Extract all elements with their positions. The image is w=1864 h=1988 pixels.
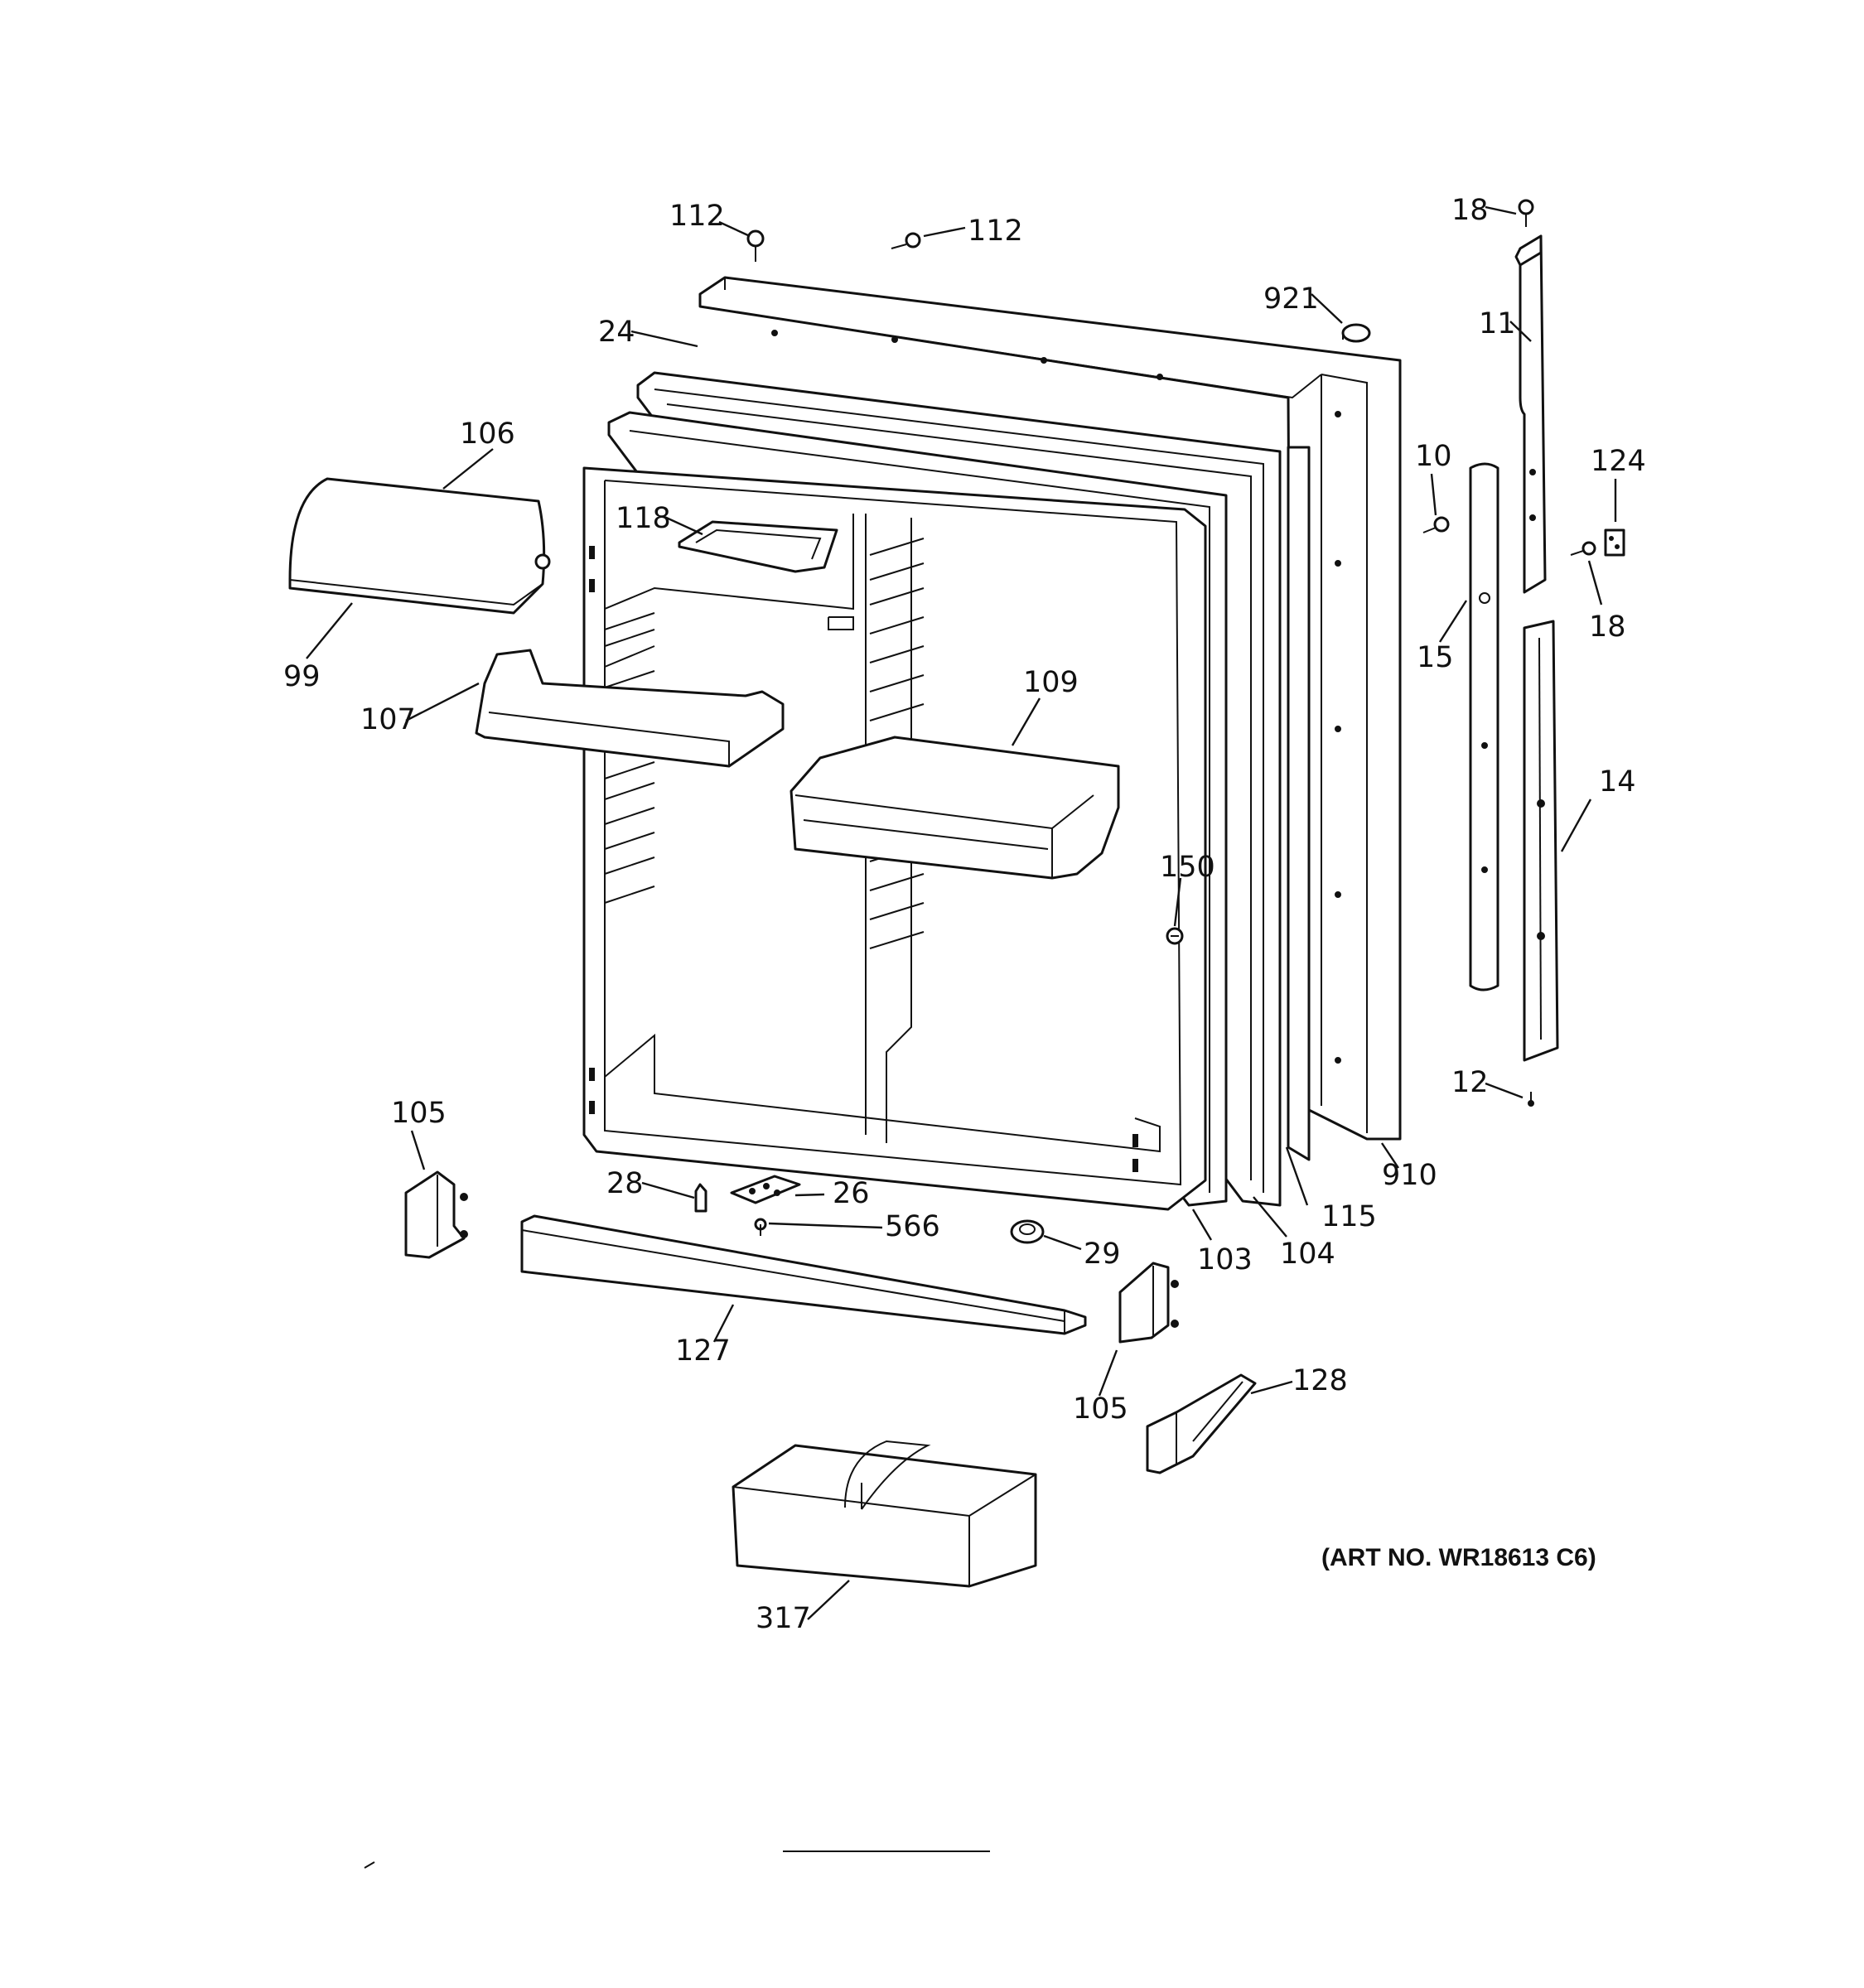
door-shelf-left xyxy=(475,649,785,768)
callout-566: 566 xyxy=(885,1210,940,1243)
screw-18-top xyxy=(1518,199,1534,227)
callout-106: 106 xyxy=(460,417,515,451)
door-hinge xyxy=(1514,234,1547,594)
callout-150: 150 xyxy=(1160,851,1215,884)
callout-104: 104 xyxy=(1280,1238,1335,1271)
callout-921: 921 xyxy=(1263,282,1319,316)
screw-12 xyxy=(1528,1092,1534,1107)
callout-11: 11 xyxy=(1479,307,1516,340)
callout-29: 29 xyxy=(1084,1238,1121,1271)
bottom-trim-rail xyxy=(520,1214,1087,1335)
screw-150 xyxy=(1166,927,1184,945)
hinge-pin xyxy=(1604,528,1625,557)
plug-button xyxy=(1341,323,1371,343)
callout-99: 99 xyxy=(283,660,321,693)
screw-112-right xyxy=(891,232,921,249)
callout-112: 112 xyxy=(968,215,1023,248)
callout-12: 12 xyxy=(1451,1066,1489,1099)
door-liner-strip xyxy=(1287,446,1311,1161)
callout-labels: 112 112 18 921 24 11 106 10 124 118 18 9… xyxy=(283,194,1646,1635)
storage-basket xyxy=(732,1440,1037,1588)
stop-pin xyxy=(694,1183,707,1213)
callout-107: 107 xyxy=(360,703,416,736)
shelf-bracket-left xyxy=(404,1170,468,1259)
footer-line xyxy=(364,1850,990,1869)
callout-910: 910 xyxy=(1382,1159,1437,1192)
callout-18: 18 xyxy=(1451,194,1489,227)
leader-lines xyxy=(306,205,1617,1620)
callout-15: 15 xyxy=(1417,641,1454,674)
door-plug xyxy=(1010,1219,1045,1244)
callout-14: 14 xyxy=(1599,765,1636,799)
door-bin xyxy=(790,736,1120,880)
callout-115: 115 xyxy=(1321,1200,1377,1233)
callout-103: 103 xyxy=(1197,1243,1253,1276)
callout-317: 317 xyxy=(756,1602,811,1635)
screw-566 xyxy=(754,1218,767,1236)
dairy-door xyxy=(288,477,551,615)
handle-trim-strip xyxy=(1469,462,1499,992)
callout-118: 118 xyxy=(616,502,671,535)
door-stop xyxy=(730,1175,801,1204)
callout-10: 10 xyxy=(1415,440,1452,473)
callout-105: 105 xyxy=(1073,1392,1128,1426)
callout-105: 105 xyxy=(391,1097,447,1130)
screw-18-hinge xyxy=(1570,541,1596,556)
callout-128: 128 xyxy=(1292,1364,1348,1397)
butter-shelf xyxy=(678,520,838,573)
callout-109: 109 xyxy=(1023,666,1079,699)
callout-124: 124 xyxy=(1591,445,1646,478)
bin-clip xyxy=(1146,1373,1257,1474)
callout-18: 18 xyxy=(1589,610,1626,644)
callout-26: 26 xyxy=(833,1177,870,1210)
screw-112-left xyxy=(746,229,765,262)
shelf-bracket-right xyxy=(1118,1262,1179,1344)
screw-10 xyxy=(1422,516,1450,533)
callout-28: 28 xyxy=(606,1167,644,1200)
callout-24: 24 xyxy=(598,316,635,349)
outer-door-panel xyxy=(698,276,1402,1141)
art-number: (ART NO. WR18613 C6) xyxy=(1321,1544,1596,1571)
callout-112: 112 xyxy=(669,200,725,233)
callout-127: 127 xyxy=(675,1334,731,1368)
door-handle xyxy=(1523,620,1559,1062)
